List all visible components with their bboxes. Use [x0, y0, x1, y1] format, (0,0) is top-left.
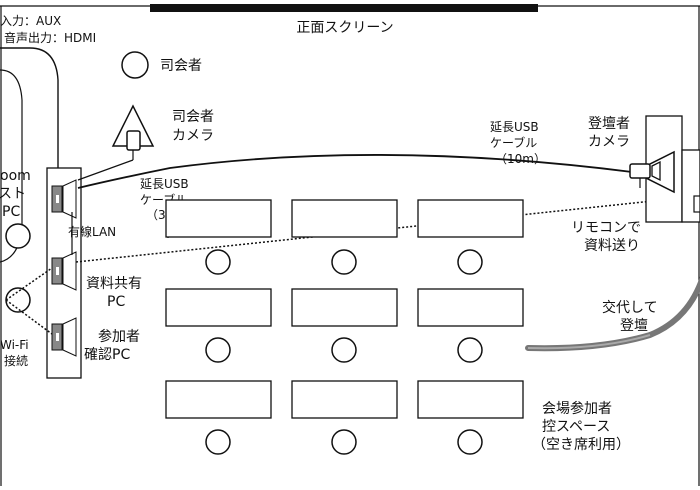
desk-r2-c2	[291, 288, 398, 327]
seat-r1-c2	[331, 249, 357, 275]
swap-label-1: 交代して	[602, 299, 658, 316]
waiting-area-label-2: 控スペース	[542, 419, 610, 435]
seat-r1-c1	[205, 249, 231, 275]
mc-seat	[121, 51, 149, 79]
hdmi-cable	[0, 47, 59, 185]
check-pc-laptop-icon	[51, 317, 77, 357]
mc-camera-icon	[111, 104, 155, 160]
wired-lan-label: 有線LAN	[68, 224, 116, 239]
operator-seat	[5, 287, 31, 313]
share-pc-label-1: 資料共有	[86, 276, 142, 292]
usb-10m-label-3: （10m）	[495, 152, 546, 166]
speaker-camera-label-2: カメラ	[588, 134, 630, 150]
audio-output-label: 音声出力：HDMI	[4, 30, 96, 45]
desk-r3-c2	[291, 380, 398, 419]
check-pc-label-1: 参加者	[98, 328, 140, 345]
seat-r2-c3	[457, 337, 483, 363]
podium-pc	[693, 195, 700, 213]
swap-label-2: 登壇	[620, 317, 648, 334]
mc-camera-label-2: カメラ	[172, 128, 214, 144]
share-pc-label-2: PC	[107, 294, 125, 310]
host-seat	[5, 223, 31, 249]
zoom-host-label-1: oom	[0, 168, 31, 184]
mc-camera-cable	[77, 159, 134, 181]
seat-r2-c2	[331, 337, 357, 363]
desk-r2-c1	[165, 288, 272, 327]
wifi-label-2: 接続	[4, 353, 28, 368]
seat-r2-c1	[205, 337, 231, 363]
wifi-link-check	[5, 299, 53, 335]
waiting-area-label-1: 会場参加者	[542, 400, 612, 417]
seat-r3-c3	[457, 429, 483, 455]
left-cable	[0, 69, 23, 230]
wifi-label-1: Wi-Fi	[0, 338, 29, 352]
usb-10m-label-1: 延長USB	[490, 120, 539, 134]
seat-r3-c2	[331, 429, 357, 455]
wifi-link-share	[5, 267, 53, 301]
remote-label-1: リモコンで	[571, 220, 641, 236]
check-pc-label-2: 確認PC	[84, 347, 130, 363]
usb-cable-10m	[77, 154, 633, 189]
desk-r3-c1	[165, 380, 272, 419]
mc-camera-label-1: 司会者	[172, 109, 214, 125]
usb-10m-label-2: ケーブル	[490, 135, 537, 150]
desk-r1-c3	[417, 199, 524, 238]
desk-r1-c1	[165, 199, 272, 238]
zoom-host-laptop-icon	[51, 179, 77, 219]
desk-r3-c3	[417, 380, 524, 419]
share-pc-laptop-icon	[51, 251, 77, 291]
mc-label: 司会者	[160, 58, 202, 74]
desk-r2-c3	[417, 288, 524, 327]
front-screen-bar	[150, 4, 538, 12]
seat-r3-c1	[205, 429, 231, 455]
speaker-camera-icon	[629, 150, 675, 194]
zoom-host-label-3: PC	[2, 204, 20, 220]
remote-label-2: 資料送り	[584, 238, 640, 254]
audio-input-label: 入力：AUX	[0, 14, 61, 28]
zoom-host-label-2: スト	[0, 186, 26, 202]
seat-r1-c3	[457, 249, 483, 275]
front-screen-label: 正面スクリーン	[296, 20, 393, 36]
waiting-area-label-3: （空き席利用）	[532, 437, 630, 453]
speaker-camera-label-1: 登壇者	[588, 115, 630, 132]
usb-3m-label-1: 延長USB	[140, 177, 189, 191]
desk-r1-c2	[291, 199, 398, 238]
swap-arrow-highlight	[527, 334, 651, 350]
